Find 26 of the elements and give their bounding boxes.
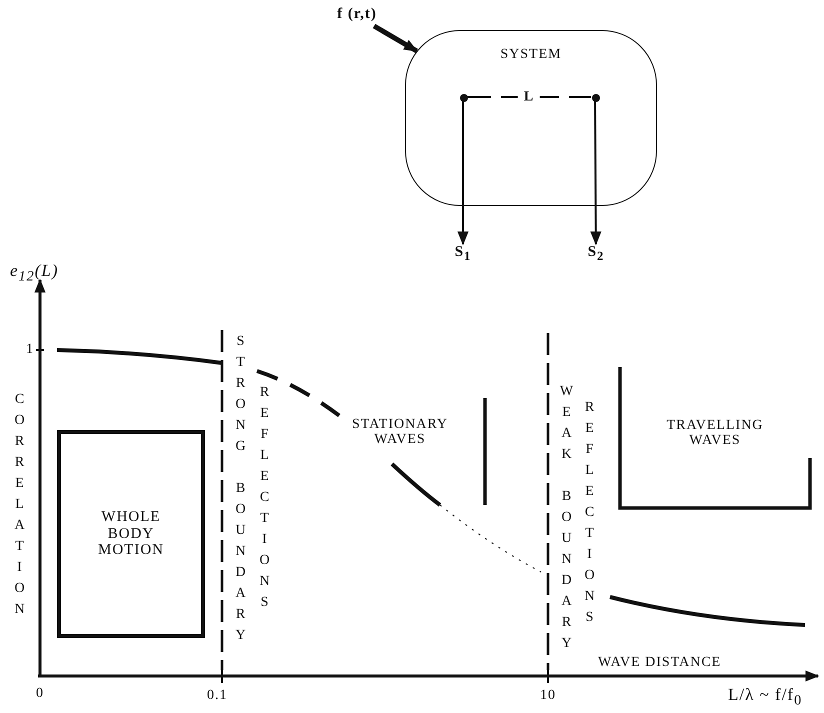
arrow [590, 101, 602, 246]
region-label: REFLECTIONS [257, 385, 271, 616]
system-title: SYSTEM [499, 47, 563, 62]
arrow [372, 24, 418, 54]
tick-label: 1 [26, 342, 34, 358]
sensor-point [460, 94, 468, 102]
tick-label: 10 [540, 688, 556, 704]
connector-line [467, 96, 591, 98]
region-label: STATIONARY WAVES [351, 417, 449, 448]
tick-label: 0 [36, 686, 44, 702]
input-label: f (r,t) [322, 6, 392, 26]
axis-label: CORRELATION [12, 392, 26, 623]
region-label: TRAVELLING WAVES [666, 418, 764, 449]
region-box [57, 430, 205, 638]
region-label: REFLECTIONS [582, 400, 596, 631]
output-label: S$_{2}$ [584, 244, 608, 268]
axis-label: L/λ ~ f/f$_{0}$ [728, 686, 802, 709]
region-label: WHOLE BODY MOTION [97, 509, 165, 559]
region-label: STRONG BOUNDARY [233, 334, 247, 649]
output-label: S$_{1}$ [451, 244, 475, 268]
axis-label: e$_{12}$(L) [10, 262, 58, 285]
axis-label: WAVE DISTANCE [598, 655, 722, 670]
tick-label: 0.1 [207, 688, 228, 704]
sensor-point [592, 94, 600, 102]
region-label: WEAK BOUNDARY [559, 384, 573, 657]
arrow [457, 101, 469, 246]
